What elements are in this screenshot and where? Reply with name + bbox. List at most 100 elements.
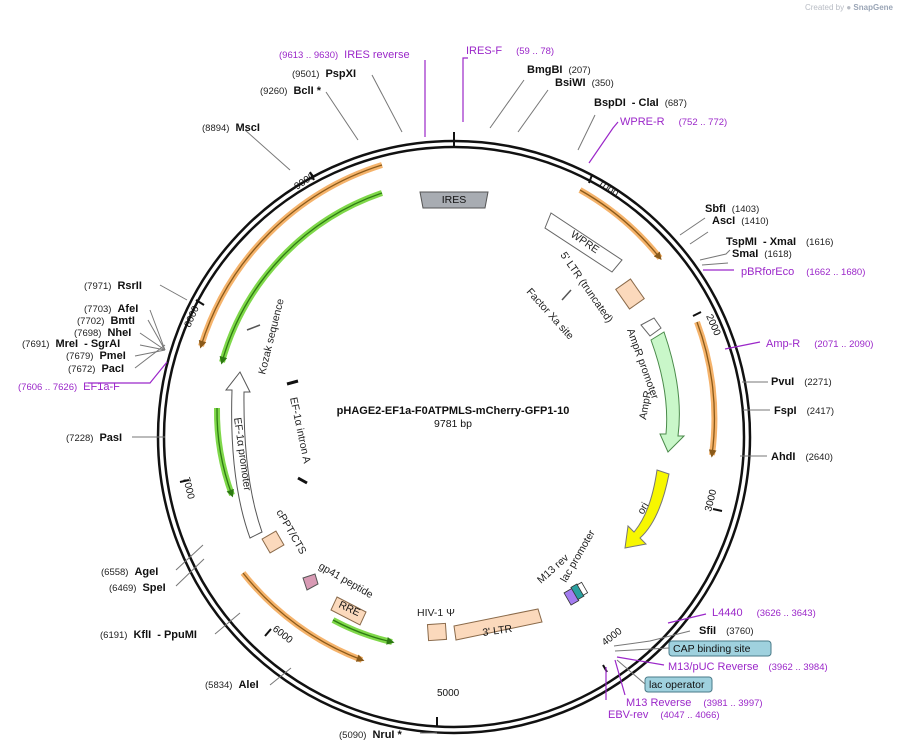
ltr5-block [615, 278, 645, 310]
enzyme-name-22: AfeI [117, 303, 138, 315]
primer-name-7: M13 Reverse [626, 697, 691, 709]
enzyme-name-16: PasI [99, 432, 122, 444]
intron-mark-1 [286, 379, 299, 386]
primer-pos-7: (3981 .. 3997) [703, 698, 762, 709]
gp41-label: gp41 peptide [317, 560, 376, 601]
svg-text:(9260)BclI *: (9260) BclI * [260, 85, 322, 97]
svg-text:(8894)MscI: (8894)MscI [202, 122, 260, 134]
credit-brand: SnapGene [853, 3, 893, 12]
primer-name-5: L4440 [712, 607, 743, 619]
ori-label: ori [635, 500, 651, 516]
enzyme-name-12: AleI [238, 679, 258, 691]
credit-prefix: Created by [804, 3, 845, 12]
svg-text:Amp-R(2071 .. 2090): Amp-R(2071 .. 2090) [766, 338, 873, 350]
enzyme-pos-2: (687) [665, 98, 687, 109]
svg-text:L4440(3626 .. 3643): L4440(3626 .. 3643) [712, 607, 816, 619]
primer-pos-2: (752 .. 772) [679, 117, 728, 128]
feature-ltr3 [453, 608, 543, 641]
enzyme-pos-8: (2417) [807, 406, 834, 417]
primer-name-9: EF1a-F [83, 381, 120, 393]
feature-gp41 [302, 573, 319, 591]
svg-text:FspI(2417): FspI (2417) [774, 405, 834, 417]
feature-ef1a-promoter [224, 371, 263, 539]
enzyme-name-15: AgeI [134, 566, 158, 578]
feature-wpre: WPRE 5' LTR (truncated) [544, 212, 623, 325]
svg-text:SmaI(1618): SmaI(1618) [732, 248, 792, 260]
green-arc-1 [219, 190, 383, 363]
primer-pos-4: (2071 .. 2090) [814, 339, 873, 350]
enzyme-pos-23: (7971) [84, 281, 111, 292]
enzyme-name-20: NheI [107, 327, 131, 339]
factorxa-mark [561, 289, 572, 301]
enzyme-name-1: BsiWI [555, 77, 586, 89]
enzyme-leaders [132, 74, 770, 734]
green-arcs [213, 190, 395, 645]
lac-operator-label: lac operator [649, 679, 705, 691]
svg-text:SfiI(3760): SfiI(3760) [699, 625, 754, 637]
svg-text:M13/pUC Reverse(3962 .. 3984): M13/pUC Reverse(3962 .. 3984) [668, 661, 828, 673]
snapgene-credit: Created by ● SnapGene [805, 3, 893, 12]
enzyme-pos-3: (1403) [732, 204, 759, 215]
enzyme-name-8: FspI [774, 405, 797, 417]
plasmid-name: pHAGE2-EF1a-F0ATPMLS-mCherry-GFP1-10 [337, 405, 570, 417]
enzyme-pos-11: (5090) [339, 730, 366, 741]
enzyme-pos-21: (7702) [77, 316, 104, 327]
enzyme-pos-14: (6469) [109, 583, 136, 594]
enzyme-name-10: SfiI [699, 625, 716, 637]
enzyme-pos-9: (2640) [805, 452, 832, 463]
primer-name-0: IRES reverse [344, 49, 409, 61]
svg-text:WPRE-R(752 .. 772): WPRE-R(752 .. 772) [620, 116, 727, 128]
primer-leaders [88, 57, 761, 700]
enzyme-pos-19: (7691) [22, 339, 49, 350]
green-arc-2 [213, 407, 235, 497]
enzyme-name-5: TspMI [726, 236, 757, 248]
enzyme-alt-13: PpuMI [164, 629, 197, 641]
ef1a-intron-label: EF-1α intron A [287, 396, 313, 464]
enzyme-pos-25: (9260) [260, 86, 287, 97]
enzyme-pos-6: (1618) [764, 249, 791, 260]
svg-text:(6469)SpeI: (6469)SpeI [109, 582, 166, 594]
primer-pos-6: (3962 .. 3984) [768, 662, 827, 673]
svg-text:(7698)NheI: (7698) NheI [74, 327, 131, 339]
primer-pos-1: (59 .. 78) [516, 46, 554, 57]
enzyme-pos-17: (7672) [68, 364, 95, 375]
feature-ires: IRES [419, 191, 489, 209]
green-arc-3 [331, 617, 393, 645]
enzyme-pos-16: (7228) [66, 433, 93, 444]
primer-pos-9: (7606 .. 7626) [18, 382, 77, 393]
lac-operator-box [644, 676, 713, 693]
enzyme-pos-7: (2271) [804, 377, 831, 388]
ampr-label: AmpR [637, 389, 654, 420]
enzyme-pos-24: (8894) [202, 123, 229, 134]
svg-text:M13 Reverse(3981 .. 3997): M13 Reverse (3981 .. 3997) [626, 697, 763, 709]
tick-7000: 7000 [180, 476, 196, 501]
primer-labels: (9613 .. 9630)IRES reverse IRES-F(59 .. … [18, 45, 873, 721]
svg-text:(7679)PmeI: (7679) PmeI [66, 350, 126, 362]
enzyme-pos-22: (7703) [84, 304, 111, 315]
enzyme-name-4: AscI [712, 215, 735, 227]
enzyme-alt-19: SgrAI [91, 338, 120, 350]
enzyme-pos-13: (6191) [100, 630, 127, 641]
feature-cppt [261, 530, 285, 554]
enzyme-labels: BmgBI(207) BsiWI(350) BspDI- ClaI(687) S… [22, 64, 834, 741]
snapgene-logo-icon: ● [846, 3, 852, 12]
enzyme-name-18: PmeI [99, 350, 125, 362]
enzyme-alt-2: ClaI [639, 97, 659, 109]
enzyme-name-25: BclI * [293, 85, 321, 97]
svg-text:EBV-rev(4047 .. 4066): EBV-rev(4047 .. 4066) [608, 709, 720, 721]
enzyme-pos-0: (207) [568, 65, 590, 76]
svg-text:PvuI(2271): PvuI(2271) [771, 376, 832, 388]
tick-2000: 2000 [703, 313, 722, 338]
enzyme-name-23: RsrII [117, 280, 141, 292]
svg-text:BspDI- ClaI(687): BspDI- ClaI(687) [594, 97, 687, 109]
primer-pos-0: (9613 .. 9630) [279, 50, 338, 61]
enzyme-pos-18: (7679) [66, 351, 93, 362]
feature-rre [330, 596, 367, 626]
enzyme-name-17: PacI [101, 363, 124, 375]
enzyme-pos-26: (9501) [292, 69, 319, 80]
enzyme-pos-20: (7698) [74, 328, 101, 339]
svg-text:(5090)NruI *: (5090)NruI * [339, 729, 403, 741]
svg-text:AhdI(2640): AhdI(2640) [771, 451, 833, 463]
svg-text:(7702)BmtI: (7702)BmtI [77, 315, 135, 327]
